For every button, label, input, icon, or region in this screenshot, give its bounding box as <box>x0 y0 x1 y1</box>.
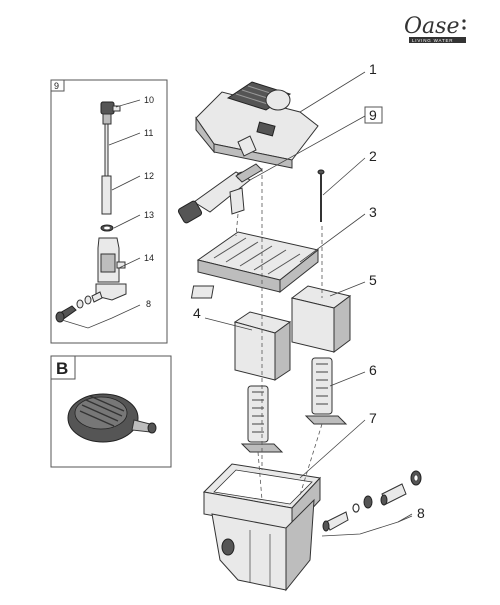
inset-9-panel: 9 <box>50 79 168 344</box>
part-10-connector <box>100 101 121 125</box>
part-4-foam-left <box>233 311 292 381</box>
logo-mark-dot-1 <box>462 19 466 23</box>
inset-9-frame <box>50 79 168 344</box>
part-8-hose-tails <box>322 470 422 532</box>
callout-1: 1 <box>369 61 377 77</box>
inset-b-frame <box>50 355 172 468</box>
oase-logo: Oase LIVING WATER <box>404 14 466 43</box>
part-6-grid-left <box>240 385 284 453</box>
inset-9-header: 9 <box>54 81 59 91</box>
part-14-housing <box>95 237 127 301</box>
callout-3: 3 <box>369 204 377 220</box>
callout-6: 6 <box>369 362 377 378</box>
callout-5: 5 <box>369 272 377 288</box>
part-11-tube <box>104 123 109 177</box>
callout-7: 7 <box>369 410 377 426</box>
assembly-axis-lines <box>235 168 323 501</box>
callout-9: 9 <box>369 107 377 123</box>
inset-b-header-box <box>50 355 76 380</box>
part-7-filter-housing <box>202 463 322 592</box>
logo-tagline-bar <box>409 37 466 43</box>
inset-callout-10: 10 <box>144 95 154 105</box>
callout-4: 4 <box>193 305 201 321</box>
part-9-uvc-unit <box>177 163 263 224</box>
logo-tagline: LIVING WATER <box>412 38 453 43</box>
part-12-sleeve <box>101 175 112 215</box>
inset-callout-8: 8 <box>146 299 151 309</box>
inset-callout-14: 14 <box>144 253 154 263</box>
part-2-screw <box>317 169 325 222</box>
part-3-insert <box>190 231 320 299</box>
part-1-lid <box>195 81 319 169</box>
logo-mark-dot-2 <box>462 26 466 30</box>
inset-hose-tail <box>55 291 103 323</box>
callout-8: 8 <box>417 505 425 521</box>
part-6-grid-right <box>304 357 348 425</box>
callout-9-box <box>364 106 383 124</box>
inset-callout-13: 13 <box>144 210 154 220</box>
callout-2: 2 <box>369 148 377 164</box>
inset-9-header-box <box>50 79 65 92</box>
inset-b-header: B <box>56 359 68 378</box>
part-5-foam-right <box>290 285 352 353</box>
inset-callout-12: 12 <box>144 171 154 181</box>
pump-illustration <box>67 393 157 443</box>
logo-brand: Oase <box>404 14 459 39</box>
inset-b-panel: B <box>50 355 172 468</box>
inset-callout-11: 11 <box>144 128 153 138</box>
